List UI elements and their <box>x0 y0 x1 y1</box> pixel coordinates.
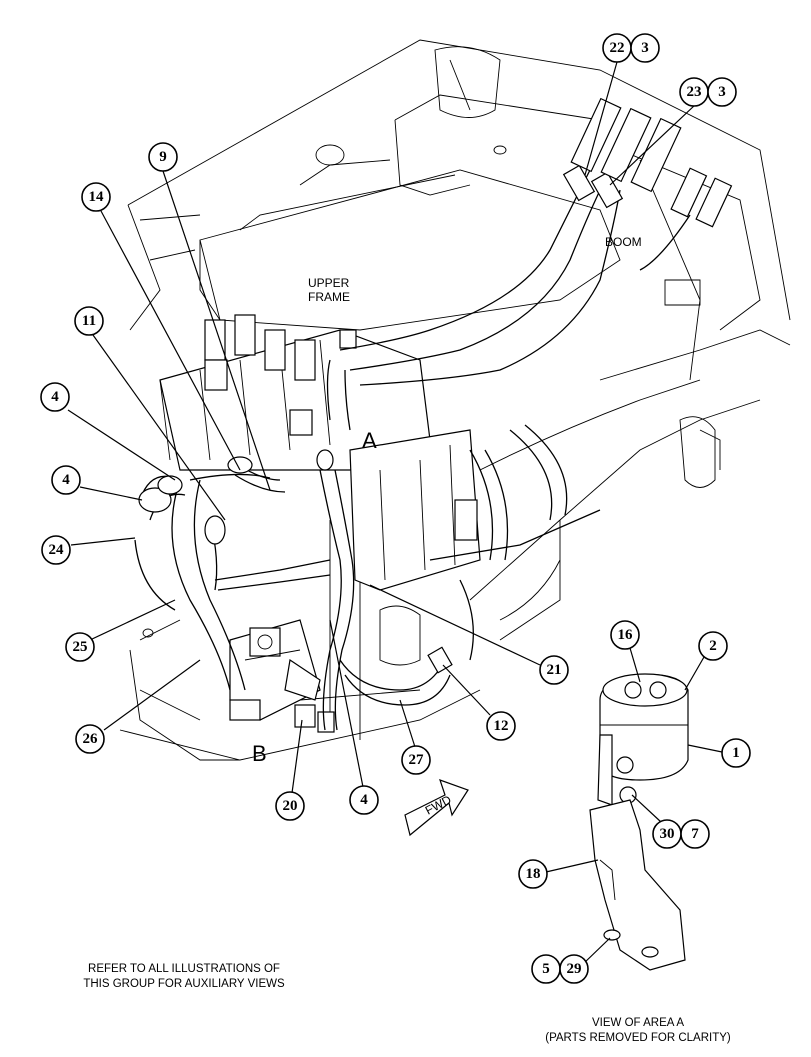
svg-text:23: 23 <box>687 84 702 100</box>
svg-text:25: 25 <box>73 639 88 655</box>
upper-frame-label-2: FRAME <box>308 290 350 304</box>
svg-text:12: 12 <box>494 718 509 734</box>
callout-3-upper[interactable]: 3 <box>630 33 660 63</box>
callout-29[interactable]: 29 <box>559 954 589 984</box>
callout-7[interactable]: 7 <box>680 819 710 849</box>
svg-text:11: 11 <box>82 313 96 329</box>
callout-26[interactable]: 26 <box>75 724 105 754</box>
leader-lines <box>67 61 723 966</box>
svg-text:20: 20 <box>283 798 298 814</box>
svg-text:7: 7 <box>691 826 699 842</box>
callout-22[interactable]: 22 <box>602 33 632 63</box>
callout-4-a[interactable]: 4 <box>40 382 70 412</box>
callout-16[interactable]: 16 <box>610 620 640 650</box>
callout-30[interactable]: 30 <box>652 819 682 849</box>
svg-text:30: 30 <box>660 826 675 842</box>
svg-text:27: 27 <box>409 752 425 768</box>
callout-18[interactable]: 18 <box>518 859 548 889</box>
inset-clamp-detail <box>589 673 689 971</box>
view-area-line-2: (PARTS REMOVED FOR CLARITY) <box>545 1032 731 1044</box>
callout-23[interactable]: 23 <box>679 77 709 107</box>
callout-24[interactable]: 24 <box>41 535 71 565</box>
svg-text:16: 16 <box>618 627 634 643</box>
svg-text:4: 4 <box>51 389 59 405</box>
callout-20[interactable]: 20 <box>275 791 305 821</box>
svg-text:1: 1 <box>732 745 740 761</box>
refer-note-line-2: THIS GROUP FOR AUXILIARY VIEWS <box>83 978 285 990</box>
hose-lines <box>134 97 733 731</box>
svg-text:4: 4 <box>360 792 368 808</box>
svg-text:3: 3 <box>718 84 726 100</box>
svg-text:2: 2 <box>709 638 717 654</box>
callout-2[interactable]: 2 <box>698 631 728 661</box>
svg-text:14: 14 <box>89 189 105 205</box>
svg-text:21: 21 <box>547 662 562 678</box>
svg-text:4: 4 <box>62 472 70 488</box>
callout-27[interactable]: 27 <box>401 745 431 775</box>
upper-frame-structure <box>119 39 791 761</box>
svg-text:29: 29 <box>567 961 582 977</box>
svg-text:24: 24 <box>49 542 65 558</box>
callout-5[interactable]: 5 <box>531 954 561 984</box>
callout-4-b[interactable]: 4 <box>51 465 81 495</box>
callout-3-lower[interactable]: 3 <box>707 77 737 107</box>
callout-1[interactable]: 1 <box>721 738 751 768</box>
svg-text:18: 18 <box>526 866 541 882</box>
svg-text:22: 22 <box>610 40 625 56</box>
callout-12[interactable]: 12 <box>486 711 516 741</box>
svg-text:3: 3 <box>641 40 649 56</box>
area-a-label: A <box>362 428 377 453</box>
callout-11[interactable]: 11 <box>74 306 104 336</box>
view-area-line-1: VIEW OF AREA A <box>592 1017 684 1029</box>
valve-assembly-b <box>229 619 335 733</box>
callout-9[interactable]: 9 <box>148 142 178 172</box>
callout-25[interactable]: 25 <box>65 632 95 662</box>
area-b-label: B <box>252 741 267 766</box>
callout-14[interactable]: 14 <box>81 182 111 212</box>
svg-text:26: 26 <box>83 731 99 747</box>
fwd-arrow: FWD <box>404 779 469 837</box>
callout-4-c[interactable]: 4 <box>349 785 379 815</box>
refer-note-line-1: REFER TO ALL ILLUSTRATIONS OF <box>88 963 280 975</box>
svg-text:9: 9 <box>159 149 167 165</box>
upper-frame-label-1: UPPER <box>308 276 350 290</box>
callout-21[interactable]: 21 <box>539 655 569 685</box>
boom-label: BOOM <box>605 235 642 249</box>
svg-text:5: 5 <box>542 961 550 977</box>
